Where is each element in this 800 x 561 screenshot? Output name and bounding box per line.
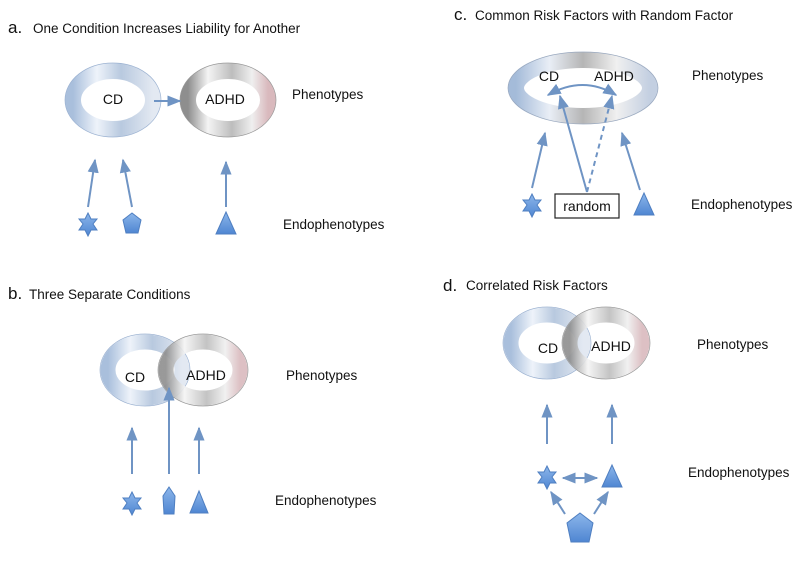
panel-c: c. Common Risk Factors with Random Facto… [454,5,793,219]
random-box [554,193,620,219]
triangle-icon [215,210,237,235]
pentagon-icon [122,212,142,234]
ring-cd [502,306,592,380]
ring-adhd [157,333,249,407]
ring-wide [507,51,659,125]
ring-label-adhd: ADHD [186,367,226,383]
panel-d-phenotypes-label: Phenotypes [697,337,769,352]
panel-c-endophenotypes-label: Endophenotypes [691,197,793,212]
panel-a-endophenotypes-label: Endophenotypes [283,217,385,232]
arrow-triangle-to-ring [620,131,641,191]
triangle-icon [633,191,655,216]
arrow-pentagon-to-star [550,490,566,515]
random-box-label: random [563,198,610,214]
panel-a: a. One Condition Increases Liability for… [8,18,385,238]
arc-cd-adhd [546,83,618,96]
arrow-random-to-adhd-dashed [586,94,615,193]
panel-c-letter: c. [454,5,467,24]
panel-a-letter: a. [8,18,22,37]
star-icon [121,490,143,517]
panel-b-phenotypes-label: Phenotypes [286,368,358,383]
star-icon [521,192,543,219]
ring-label-adhd: ADHD [591,338,631,354]
panel-d-endophenotypes-label: Endophenotypes [688,465,790,480]
ring-label-cd: CD [539,68,559,84]
panel-d-letter: d. [443,276,457,295]
ring-label-adhd: ADHD [594,68,634,84]
panel-d-title: Correlated Risk Factors [466,278,608,293]
panel-a-title: One Condition Increases Liability for An… [33,21,301,36]
ring-label-adhd: ADHD [205,91,245,107]
ring-adhd [561,306,651,380]
arrow-star-to-cd [87,158,99,208]
arrow-random-to-cd [558,94,588,193]
panel-c-title: Common Risk Factors with Random Factor [475,8,734,23]
ring-label-cd: CD [538,340,558,356]
panel-a-phenotypes-label: Phenotypes [292,87,364,102]
arrow-star-to-ring [531,131,548,189]
pentagon-icon [162,486,176,515]
panel-b: b. Three Separate Conditions CD ADHD Phe… [8,284,377,517]
arrow-pentagon-to-cd [119,158,133,208]
ring-label-cd: CD [103,91,123,107]
ring-cd [99,333,191,407]
panel-b-letter: b. [8,284,22,303]
star-icon [77,211,99,238]
panel-b-title: Three Separate Conditions [29,287,191,302]
panel-c-phenotypes-label: Phenotypes [692,68,764,83]
ring-label-cd: CD [125,369,145,385]
panel-b-endophenotypes-label: Endophenotypes [275,493,377,508]
star-icon [536,464,558,491]
triangle-icon [189,489,209,514]
panel-d: d. Correlated Risk Factors CD ADHD Pheno… [443,276,790,543]
triangle-icon [601,463,623,488]
pentagon-icon [566,512,594,543]
arrow-pentagon-to-triangle [593,490,609,515]
